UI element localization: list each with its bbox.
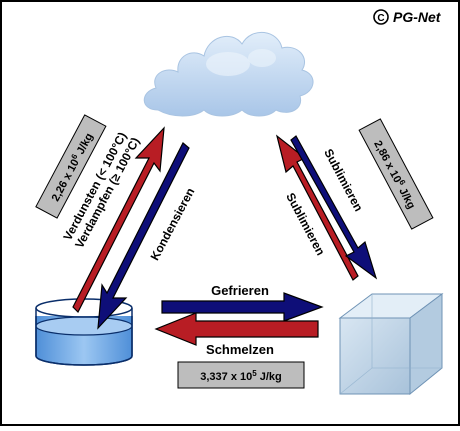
cloud-icon — [143, 31, 314, 117]
arrow-blue-down-right — [290, 135, 378, 280]
water-container-icon — [35, 298, 133, 366]
bottom-energy-value: 3,337 x 10 — [200, 371, 252, 383]
evaporate-arrow — [72, 126, 165, 314]
bottom-energy-exp: 5 — [252, 369, 257, 378]
bottom-energy-label: 3,337 x 105 J/kg — [177, 361, 305, 389]
copyright-symbol: C — [377, 13, 384, 24]
freeze-arrow — [161, 292, 324, 322]
arrow-blue-down-left — [97, 142, 190, 330]
freeze-label: Gefrieren — [211, 283, 269, 298]
melt-arrow — [154, 312, 319, 346]
bottom-energy-unit: J/kg — [257, 371, 282, 383]
arrow-red-up-left — [72, 126, 165, 314]
left-energy-exp: 6 — [69, 152, 79, 161]
svg-text:3,337 x 105 J/kg: 3,337 x 105 J/kg — [200, 369, 282, 383]
right-energy-exp: 6 — [397, 178, 407, 187]
sublimate-down-arrow — [290, 135, 378, 280]
melt-label: Schmelzen — [206, 342, 274, 357]
copyright-text: PG-Net — [393, 9, 442, 25]
condense-arrow — [97, 142, 190, 330]
copyright-mark: C PG-Net — [373, 9, 442, 25]
ice-cube-icon — [338, 293, 444, 396]
right-energy-label: 2,86 x 106 J/kg — [358, 118, 434, 230]
